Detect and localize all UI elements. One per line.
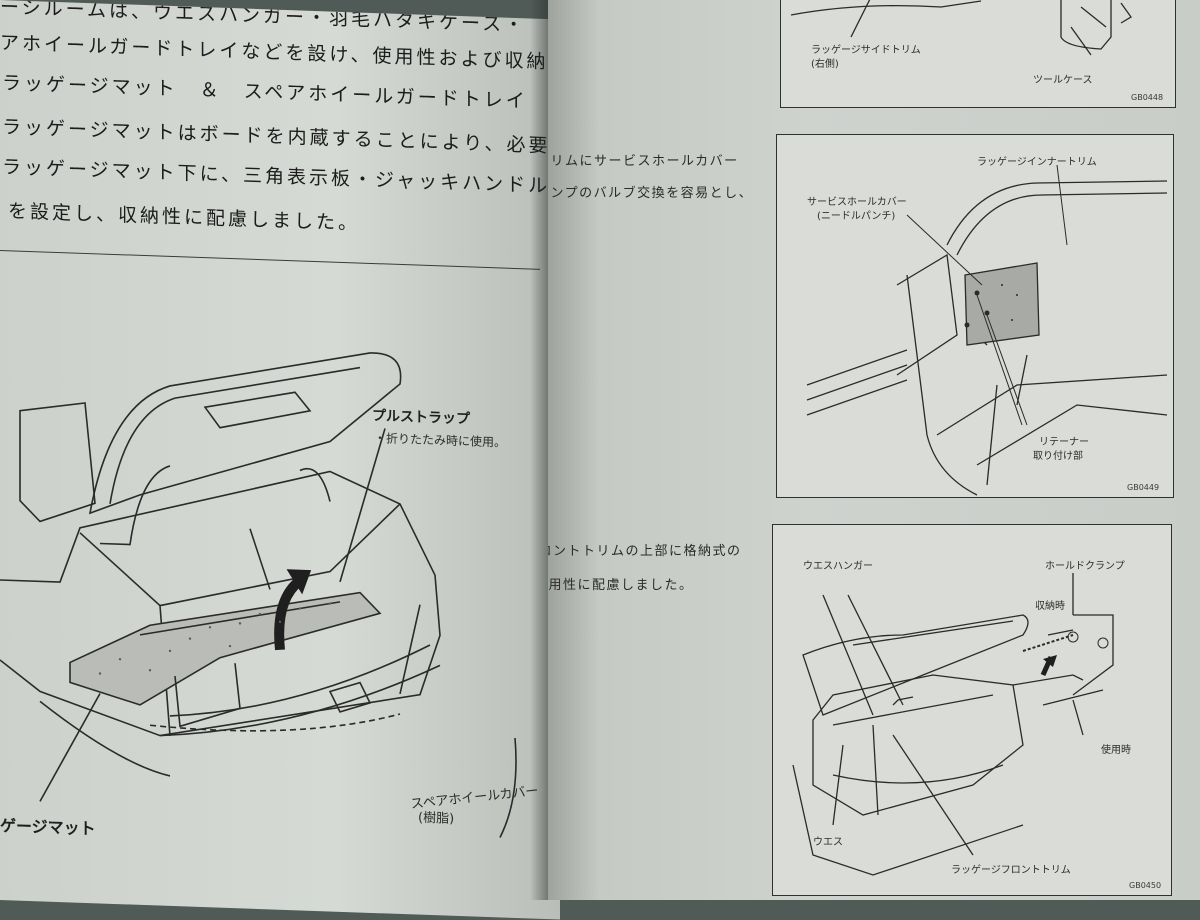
label-stored: 収納時 bbox=[1035, 601, 1065, 612]
figure-2-frame: ラッゲージインナートリム サービスホールカバー (ニードルパンチ) リテーナー … bbox=[776, 134, 1174, 498]
label-luggage-mat: ゲージマット bbox=[0, 816, 96, 839]
right-text-line-2: ランプのバルブ交換を容易とし、 bbox=[548, 186, 754, 201]
figure-2-code: GB0449 bbox=[1127, 483, 1160, 492]
label-pull-strap: プルストラップ bbox=[372, 407, 470, 428]
right-page: トリムにサービスホールカバー ランプのバルブ交換を容易とし、 フロントトリムの上… bbox=[548, 0, 1200, 900]
label-waste: ウエス bbox=[813, 837, 843, 848]
label-hold-clamp: ホールドクランプ bbox=[1045, 561, 1125, 572]
right-text-line-1: トリムにサービスホールカバー bbox=[548, 154, 739, 169]
section-heading: ラッゲージマット ＆ スペアホイールガードトレイ bbox=[2, 72, 528, 113]
figure-3-frame: ウエスハンガー ホールドクランプ 収納時 使用時 ウエス ラッゲージフロントトリ… bbox=[772, 524, 1172, 896]
figure-1-frame: ラッゲージサイドトリム (右側) ツールケース GB0448 bbox=[780, 0, 1176, 108]
label-waste-hanger: ウエスハンガー bbox=[803, 561, 873, 572]
label-service-cover-note: (ニードルパンチ) bbox=[817, 211, 896, 222]
label-front-trim: ラッゲージフロントトリム bbox=[951, 865, 1071, 876]
figure-3-code: GB0450 bbox=[1129, 881, 1162, 890]
label-service-cover: サービスホールカバー bbox=[807, 197, 907, 208]
label-side-trim-note: (右側) bbox=[811, 59, 839, 70]
label-side-trim: ラッゲージサイドトリム bbox=[811, 45, 921, 56]
body-text-line-5: を設定し、収納性に配慮しました。 bbox=[8, 200, 361, 235]
figure-1-code: GB0448 bbox=[1131, 93, 1164, 102]
label-tool-case: ツールケース bbox=[1033, 75, 1093, 86]
body-text-line-4: ラッゲージマット下に、三角表示板・ジャッキハンドル・輪止 bbox=[2, 156, 560, 200]
left-page: ーシルームは、ウエスハンガー・羽毛ハタキケース・ アホイールガードトレイなどを設… bbox=[0, 0, 560, 920]
right-text-line-3: フロントトリムの上部に格納式の bbox=[548, 544, 742, 559]
label-in-use: 使用時 bbox=[1101, 745, 1131, 756]
label-retainer-note: 取り付け部 bbox=[1033, 451, 1083, 462]
trunk-illustration bbox=[0, 352, 517, 838]
right-text-line-4: 使用性に配慮しました。 bbox=[548, 578, 694, 593]
label-retainer: リテーナー bbox=[1039, 437, 1089, 448]
label-inner-trim: ラッゲージインナートリム bbox=[977, 157, 1097, 168]
label-spare-wheel-note: (樹脂) bbox=[418, 810, 455, 827]
body-text-line-3: ラッゲージマットはボードを内蔵することにより、必要な部分 bbox=[2, 116, 560, 160]
